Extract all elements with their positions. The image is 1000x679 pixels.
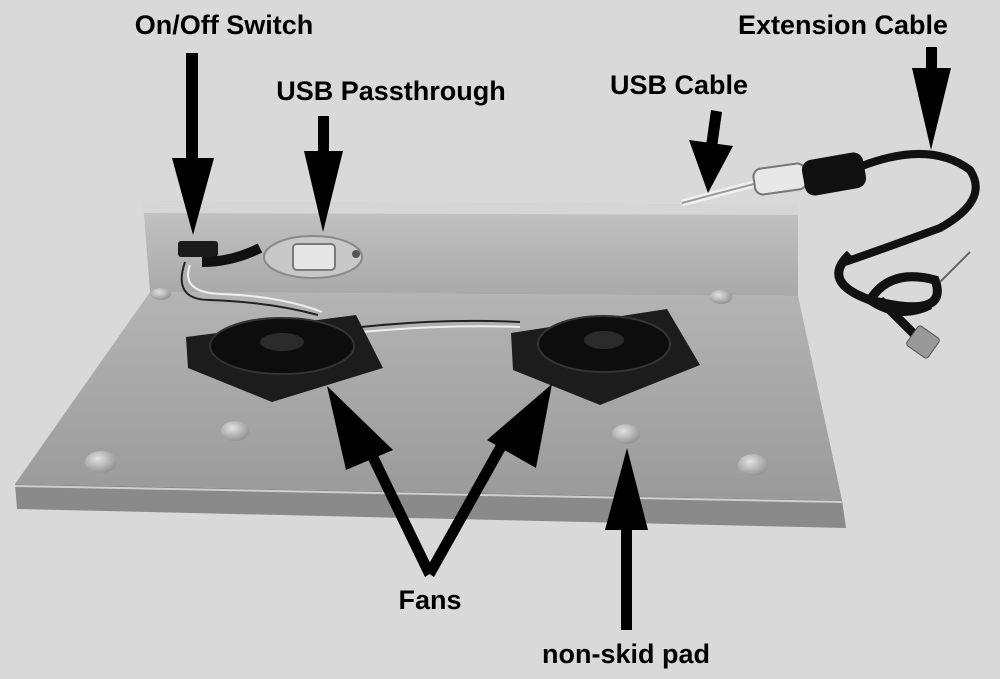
label-usb-cable: USB Cable xyxy=(609,70,749,100)
label-on-off-switch: On/Off Switch xyxy=(134,10,314,40)
arrow-to-left-fan xyxy=(327,386,434,577)
arrow-to-usb-cable xyxy=(689,110,733,193)
non-skid-pad xyxy=(612,424,640,444)
arrow-to-right-fan xyxy=(425,384,552,577)
non-skid-pad xyxy=(221,421,249,441)
fan-wires xyxy=(180,261,521,334)
non-skid-pad xyxy=(738,454,768,476)
arrow-to-non-skid-pad xyxy=(605,448,648,630)
fan-left xyxy=(186,315,383,402)
arrow-to-extension-cable xyxy=(912,47,951,150)
non-skid-pad xyxy=(151,288,171,300)
non-skid-pad xyxy=(85,451,117,473)
arrow-to-on-off-switch xyxy=(172,53,214,235)
usb-passthrough-port xyxy=(263,235,363,279)
label-usb-passthrough: USB Passthrough xyxy=(276,76,506,106)
arrow-to-usb-passthrough xyxy=(304,116,343,232)
tray-back-wall xyxy=(143,201,798,296)
non-skid-pads xyxy=(85,288,768,476)
label-fans: Fans xyxy=(398,585,462,615)
usb-cable xyxy=(681,162,808,207)
label-non-skid-pad: non-skid pad xyxy=(542,639,710,669)
on-off-switch xyxy=(178,241,263,267)
label-extension-cable: Extension Cable xyxy=(737,10,949,40)
non-skid-pad xyxy=(710,290,732,304)
extension-cable xyxy=(801,149,980,359)
fan-right xyxy=(511,309,700,405)
